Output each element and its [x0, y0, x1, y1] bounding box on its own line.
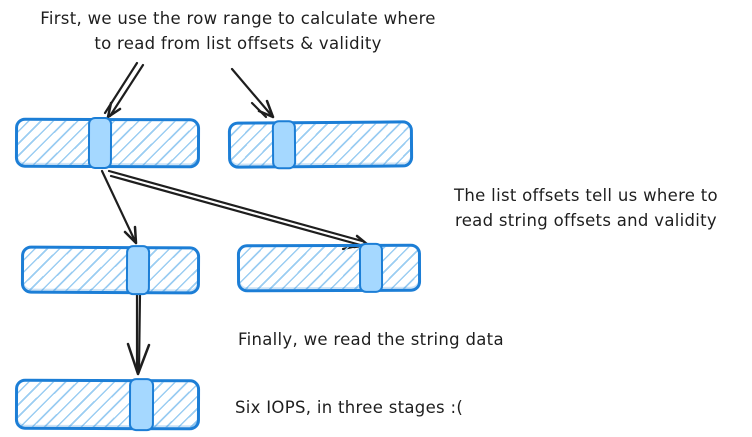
arrow-row-range-to-list-offsets	[103, 61, 145, 119]
highlight-list-validity-segment	[271, 120, 297, 170]
arrow-string-offsets-to-string-data	[126, 291, 151, 376]
arrow-list-offsets-to-string-offsets	[100, 169, 138, 245]
caption-step1: First, we use the row range to calculate…	[0, 6, 476, 56]
caption-summary: Six IOPS, in three stages :(	[235, 398, 464, 417]
caption-step1-line1: First, we use the row range to calculate…	[40, 9, 436, 28]
highlight-list-offsets-segment	[87, 116, 113, 170]
buffer-string-data	[14, 378, 201, 432]
highlight-string-validity-segment	[358, 242, 384, 293]
caption-step1-line2: to read from list offsets & validity	[94, 34, 382, 53]
caption-step2-line1: The list offsets tell us where to	[454, 186, 718, 205]
arrow-row-range-to-list-validity	[230, 67, 275, 119]
buffer-list-validity	[227, 120, 414, 170]
arrow-list-offsets-to-string-validity	[107, 169, 370, 251]
caption-step2-line2: read string offsets and validity	[454, 211, 717, 230]
caption-step2: The list offsets tell us where to read s…	[420, 183, 752, 233]
highlight-string-offsets-segment	[125, 245, 151, 296]
highlight-string-data-segment	[128, 378, 155, 432]
buffer-string-validity	[236, 242, 422, 293]
buffer-list-offsets	[14, 116, 201, 170]
buffer-string-offsets	[20, 245, 201, 296]
caption-step3: Finally, we read the string data	[238, 330, 504, 349]
